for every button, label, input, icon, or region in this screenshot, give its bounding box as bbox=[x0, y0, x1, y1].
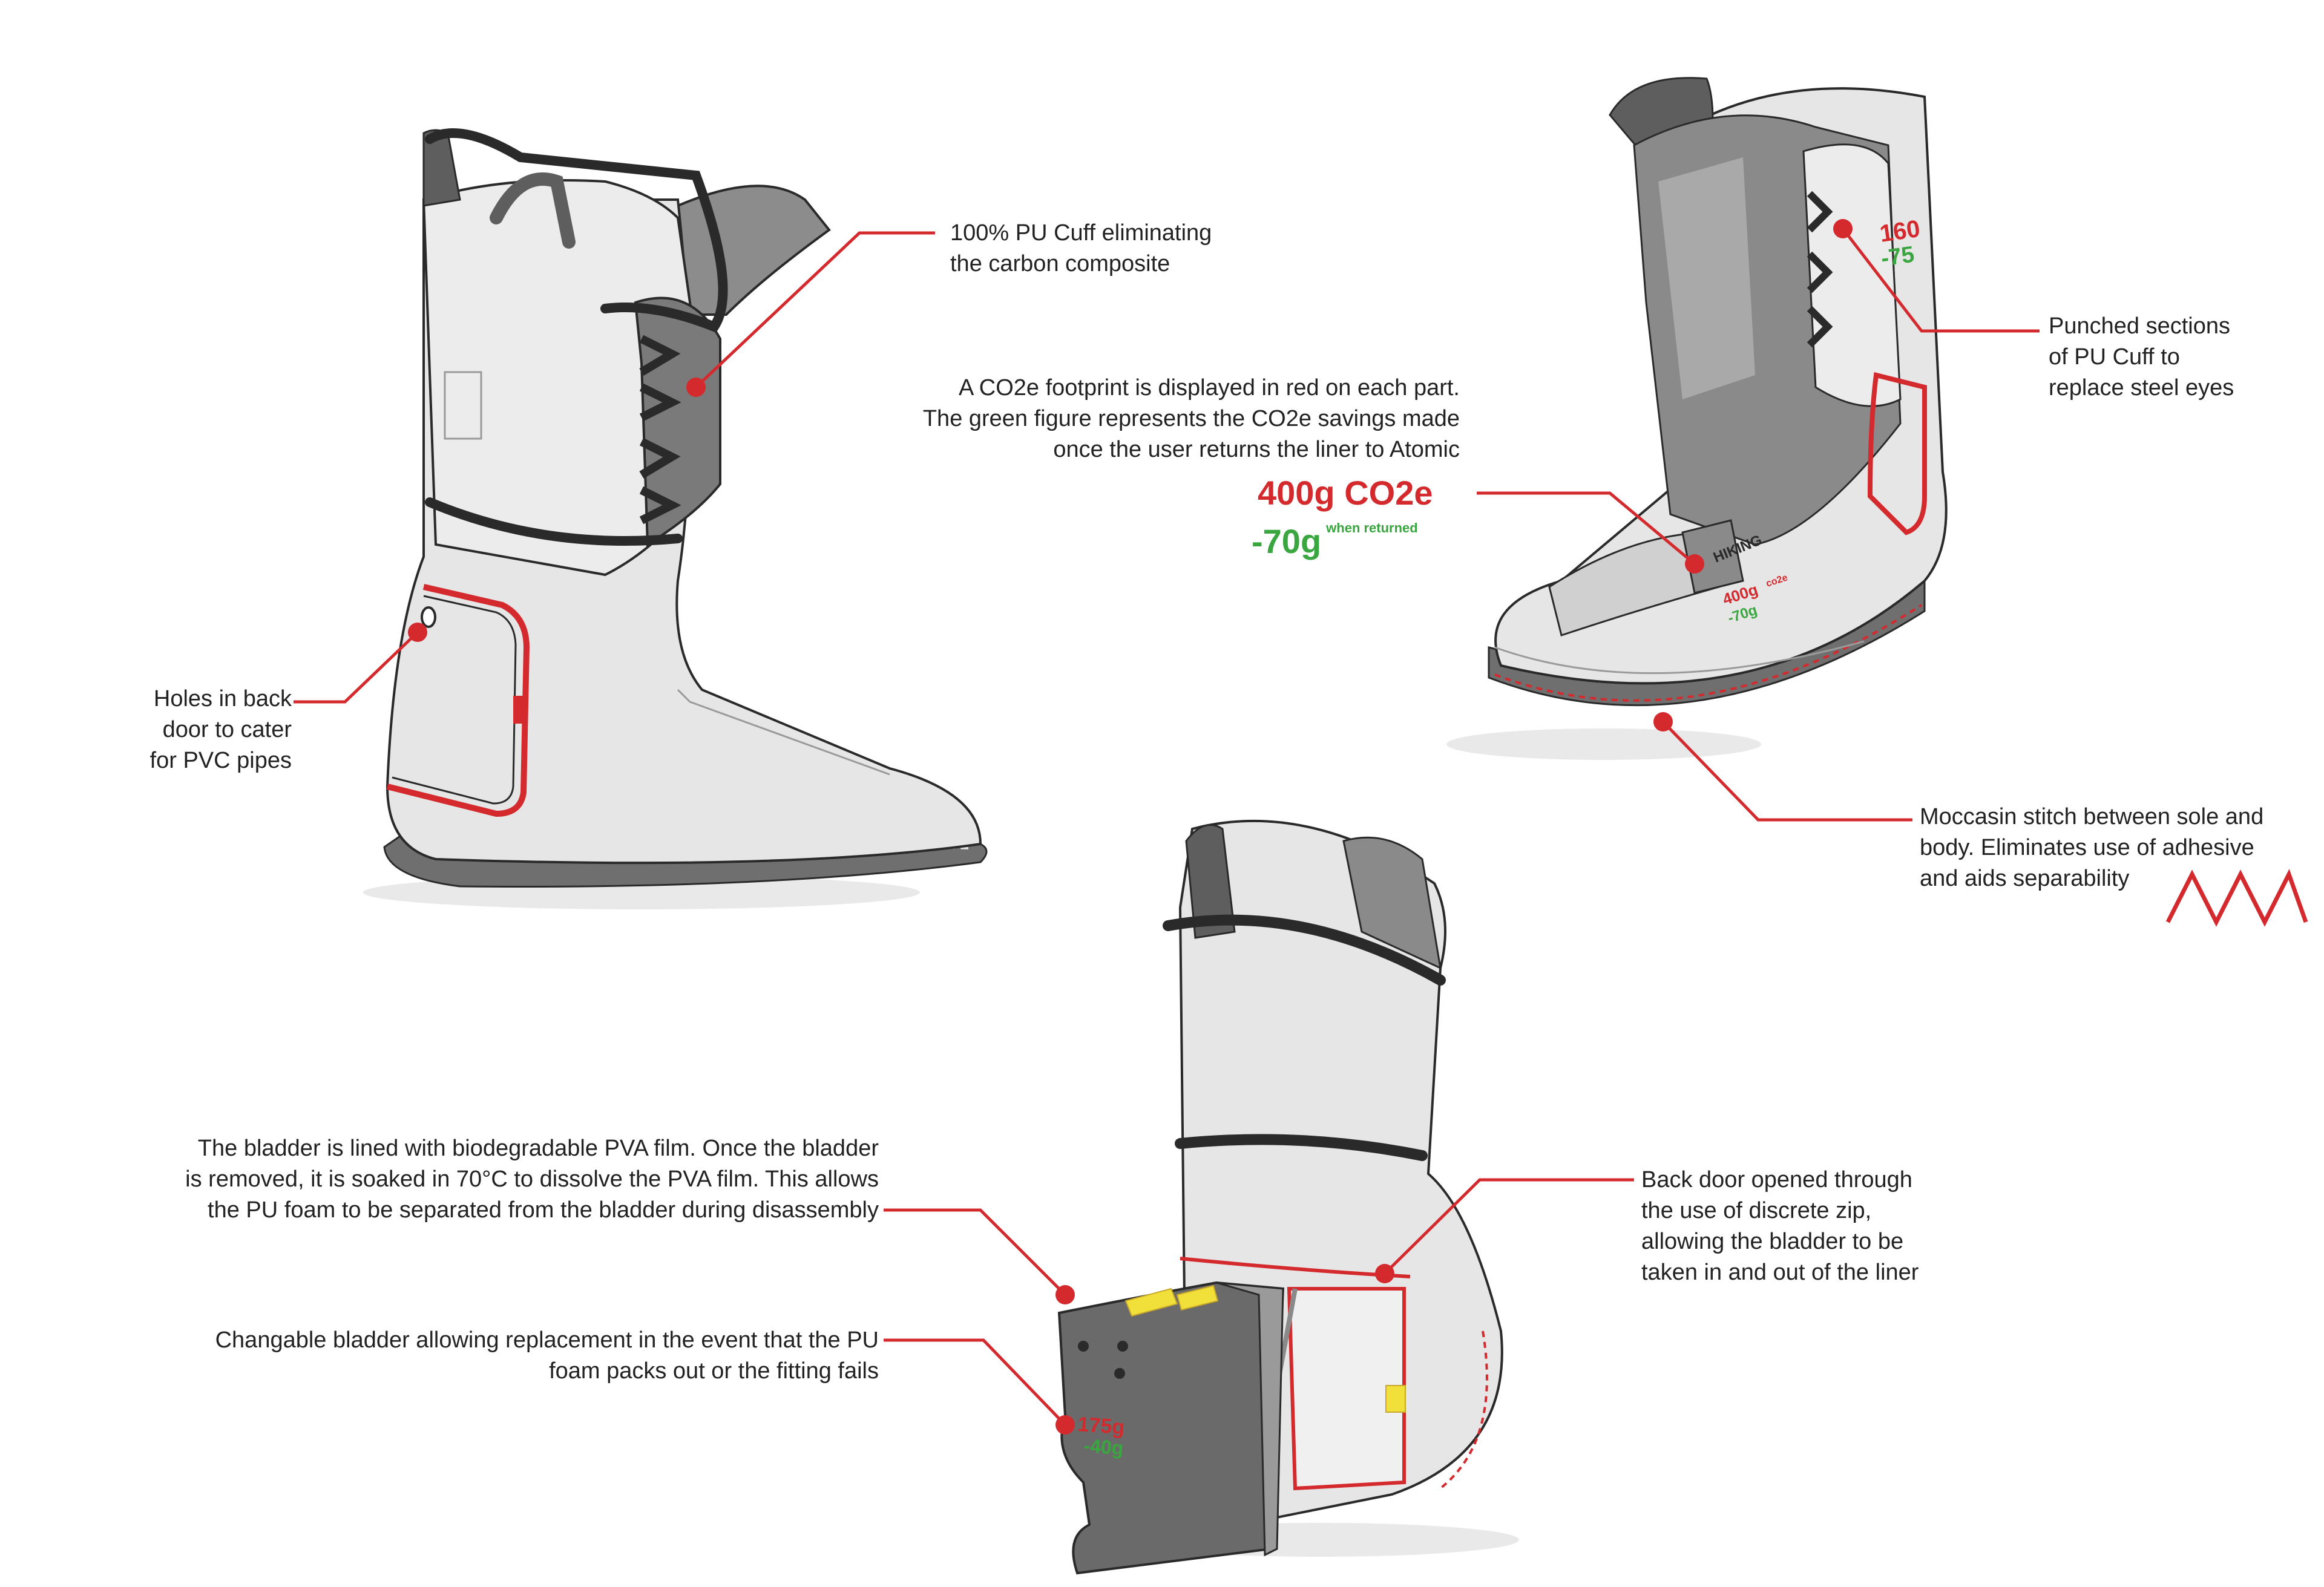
back-door-annotation: Back door opened through the use of disc… bbox=[1641, 1165, 1919, 1288]
cuff-annotation: 100% PU Cuff eliminating the carbon comp… bbox=[950, 218, 1212, 280]
cuff-line-1: 100% PU Cuff eliminating bbox=[950, 218, 1212, 249]
cuff-line-2: the carbon composite bbox=[950, 249, 1212, 280]
punched-annotation: Punched sections of PU Cuff to replace s… bbox=[2049, 311, 2234, 404]
holes-line-3: for PVC pipes bbox=[150, 745, 292, 776]
holes-annotation: Holes in back door to cater for PVC pipe… bbox=[150, 684, 292, 776]
bladder-pva-line-3: the PU foam to be separated from the bla… bbox=[185, 1195, 879, 1226]
rear-liner-illustration: 175g -40g bbox=[1059, 821, 1519, 1573]
punched-line-1: Punched sections bbox=[2049, 311, 2234, 342]
holes-line-2: door to cater bbox=[150, 715, 292, 745]
bladder-pva-annotation: The bladder is lined with biodegradable … bbox=[185, 1133, 879, 1226]
bladder-saving-stamp: -40g bbox=[1083, 1435, 1124, 1459]
co2-explanation: A CO2e footprint is displayed in red on … bbox=[923, 373, 1460, 465]
back-door-line-3: allowing the bladder to be bbox=[1641, 1226, 1919, 1257]
punched-line-3: replace steel eyes bbox=[2049, 373, 2234, 404]
left-liner-illustration bbox=[363, 130, 986, 909]
punched-line-2: of PU Cuff to bbox=[2049, 342, 2234, 373]
back-door-line-2: the use of discrete zip, bbox=[1641, 1196, 1919, 1226]
moccasin-line-1: Moccasin stitch between sole and bbox=[1920, 802, 2263, 833]
saving-value-label: -70g bbox=[1252, 522, 1321, 560]
moccasin-line-2: body. Eliminates use of adhesive bbox=[1920, 833, 2263, 863]
holes-line-1: Holes in back bbox=[150, 684, 292, 715]
co2-explanation-line-1: A CO2e footprint is displayed in red on … bbox=[923, 373, 1460, 404]
changeable-line-1: Changable bladder allowing replacement i… bbox=[215, 1325, 879, 1356]
moccasin-annotation: Moccasin stitch between sole and body. E… bbox=[1920, 802, 2263, 894]
bladder-pva-line-1: The bladder is lined with biodegradable … bbox=[185, 1133, 879, 1164]
changeable-line-2: foam packs out or the fitting fails bbox=[215, 1356, 879, 1387]
saving-suffix-label: when returned bbox=[1326, 520, 1418, 535]
saving-value-row: -70g when returned bbox=[1252, 520, 1418, 561]
bladder-pva-line-2: is removed, it is soaked in 70°C to diss… bbox=[185, 1164, 879, 1195]
right-liner-illustration: 160 -75 HIKING 400g co2e -70g bbox=[1446, 78, 1946, 760]
moccasin-line-3: and aids separability bbox=[1920, 863, 2263, 894]
back-door-line-1: Back door opened through bbox=[1641, 1165, 1919, 1196]
cuff-co2-stamp: 160 bbox=[1878, 215, 1922, 247]
changeable-bladder-annotation: Changable bladder allowing replacement i… bbox=[215, 1325, 879, 1387]
back-door-line-4: taken in and out of the liner bbox=[1641, 1257, 1919, 1288]
co2-explanation-line-3: once the user returns the liner to Atomi… bbox=[923, 434, 1460, 465]
co2-explanation-line-2: The green figure represents the CO2e sav… bbox=[923, 404, 1460, 434]
cuff-saving-stamp: -75 bbox=[1879, 242, 1915, 272]
co2-value-label: 400g CO2e bbox=[1258, 473, 1433, 512]
